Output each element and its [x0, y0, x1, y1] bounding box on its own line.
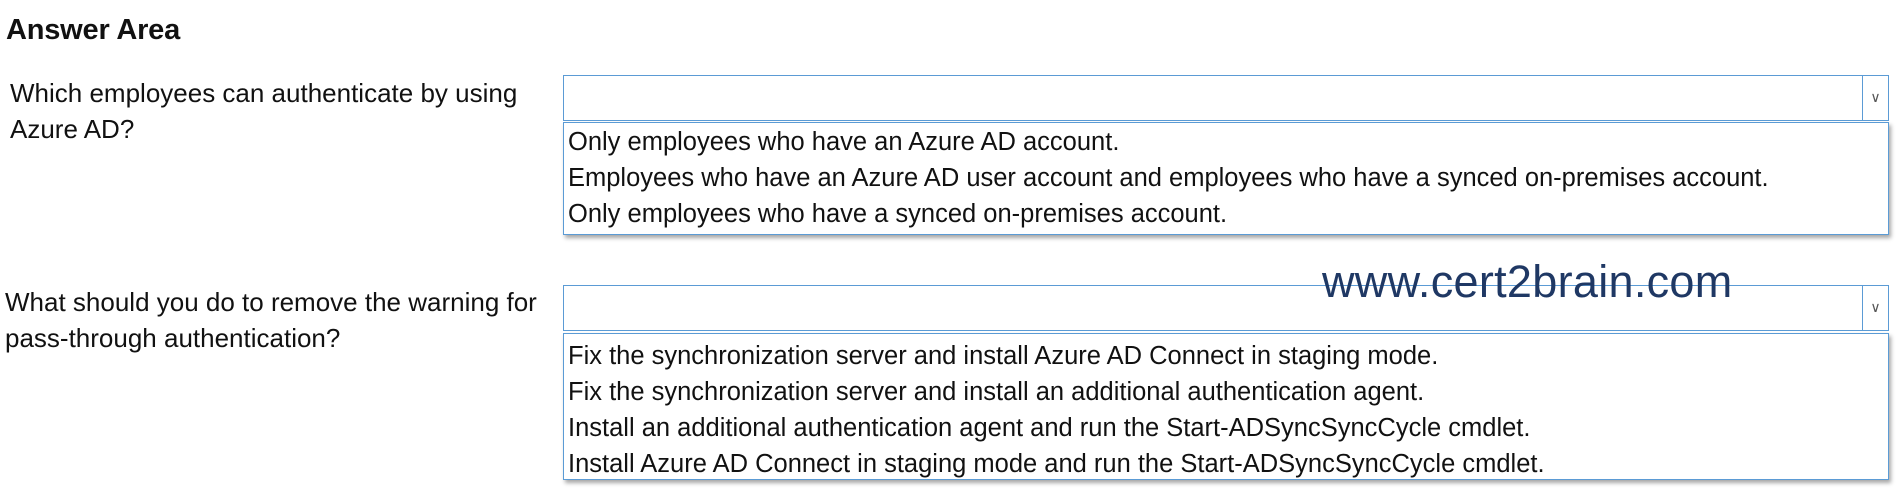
question-1-options-list: Only employees who have an Azure AD acco…	[563, 122, 1889, 235]
question-2-dropdown[interactable]: ∨	[563, 285, 1889, 331]
question-2-option[interactable]: Fix the synchronization server and insta…	[568, 378, 1425, 406]
question-1-label: Which employees can authenticate by usin…	[10, 78, 518, 144]
question-1-option[interactable]: Only employees who have a synced on-prem…	[568, 200, 1228, 228]
question-1-dropdown[interactable]: ∨	[563, 75, 1889, 121]
question-2-options-list: Fix the synchronization server and insta…	[563, 333, 1889, 480]
chevron-down-icon[interactable]: ∨	[1862, 76, 1888, 120]
watermark-text: www.cert2brain.com	[1322, 256, 1733, 307]
question-1-option[interactable]: Only employees who have an Azure AD acco…	[568, 128, 1120, 156]
question-1-option[interactable]: Employees who have an Azure AD user acco…	[568, 164, 1769, 192]
question-2-option[interactable]: Fix the synchronization server and insta…	[568, 342, 1439, 370]
question-2-label: What should you do to remove the warning…	[5, 287, 537, 353]
answer-area-title: Answer Area	[6, 14, 181, 46]
question-2-option[interactable]: Install Azure AD Connect in staging mode…	[568, 450, 1545, 478]
question-2-option[interactable]: Install an additional authentication age…	[568, 414, 1531, 442]
chevron-down-icon[interactable]: ∨	[1862, 286, 1888, 330]
